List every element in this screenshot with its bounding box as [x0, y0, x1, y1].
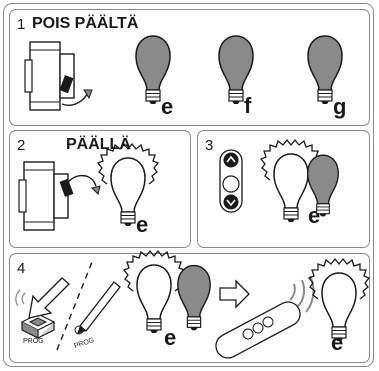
step-2-bulb-on-icon [97, 143, 159, 227]
my-button [222, 175, 240, 193]
up-button [223, 152, 239, 168]
step-3-bulb-off-icon [307, 154, 339, 218]
circuit-breaker-off [24, 41, 93, 111]
step-1-title: POIS PÄÄLTÄ [32, 15, 139, 32]
circuit-breaker-on [18, 161, 101, 231]
handheld-remote-icon [215, 301, 301, 359]
step-4-number: 4 [17, 260, 26, 277]
step-1-number: 1 [17, 16, 26, 33]
step-2-bulb-label: e [136, 212, 149, 237]
step-2-number: 2 [17, 137, 26, 154]
bulb-f-label: f [244, 93, 252, 118]
step-2-title: PÄÄLLÄ [66, 136, 131, 153]
remote-keypad [219, 149, 243, 213]
down-button [223, 194, 239, 210]
bulb-e-off-icon [135, 35, 171, 105]
step-4-bulb-off-icon [177, 264, 211, 331]
prog-label-switch: PROG [23, 338, 44, 345]
bulb-g-off-icon [307, 35, 343, 105]
press-arrow-icon [28, 277, 70, 319]
step-4-bulb-label: e [164, 325, 177, 350]
step-3-number: 3 [205, 137, 214, 154]
divider-dashed [56, 261, 93, 351]
bulb-e-label: e [161, 94, 174, 119]
pen-icon [74, 281, 121, 335]
bulb-g-label: g [333, 94, 347, 119]
bulb-f-off-icon [218, 35, 254, 105]
step-4-bulb-on-icon [123, 250, 185, 334]
final-bulb-on-icon [308, 258, 370, 342]
next-arrow-icon [219, 279, 250, 309]
instruction-frame [3, 3, 374, 367]
